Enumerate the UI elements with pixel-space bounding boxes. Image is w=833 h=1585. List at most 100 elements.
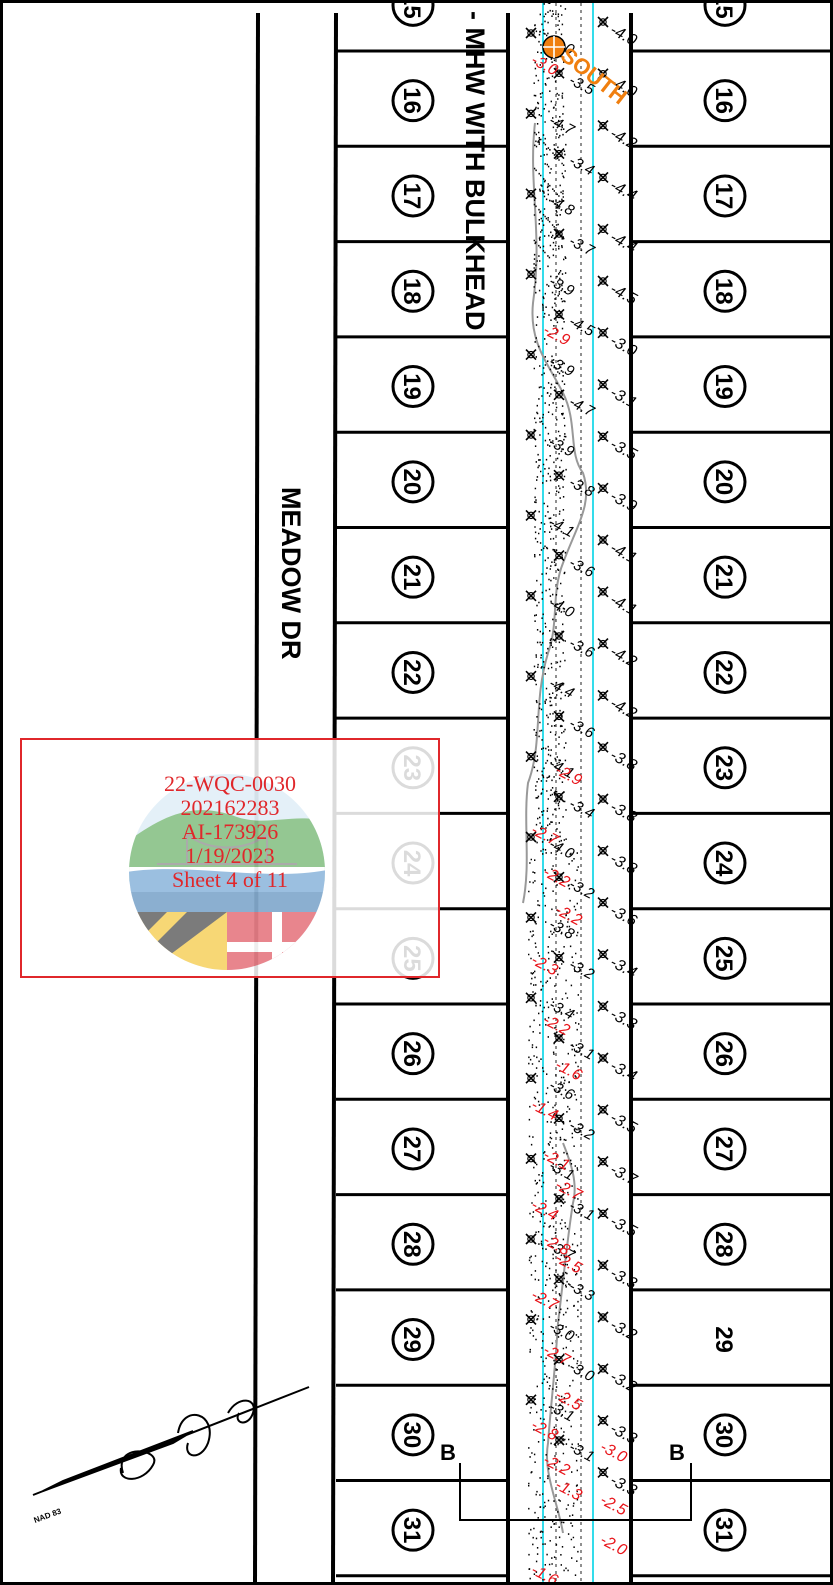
- lot-number-right: 17: [703, 174, 747, 218]
- survey-mark-icon: [597, 534, 609, 546]
- lot-number-left: 19: [391, 365, 435, 409]
- lot-number-left: 29: [391, 1318, 435, 1362]
- survey-mark-icon: [597, 586, 609, 598]
- svg-text:22: 22: [710, 659, 737, 686]
- survey-mark-icon: [553, 871, 565, 883]
- svg-text:15: 15: [710, 3, 737, 19]
- sounding-red: -2.7: [528, 1287, 561, 1315]
- sounding-outer: -3.5: [607, 1213, 639, 1241]
- lot-number-right: 16: [703, 79, 747, 123]
- svg-text:16: 16: [398, 87, 425, 114]
- sounding-outer: -3.8: [607, 850, 639, 878]
- lot-number-left: 31: [391, 1508, 435, 1552]
- survey-mark-icon: [597, 16, 609, 28]
- svg-text:31: 31: [398, 1517, 425, 1544]
- sounding-outer: -3.2: [607, 1317, 639, 1345]
- survey-mark-icon: [553, 952, 565, 964]
- survey-mark-icon: [597, 223, 609, 235]
- lot-number-right: 27: [703, 1127, 747, 1171]
- street-label: MEADOW DR: [276, 487, 306, 659]
- survey-mark-icon: [597, 68, 609, 80]
- lot-number-left: 17: [391, 174, 435, 218]
- svg-text:28: 28: [398, 1231, 425, 1258]
- svg-text:30: 30: [710, 1421, 737, 1448]
- svg-text:18: 18: [710, 278, 737, 305]
- lot-number-right: 20: [703, 460, 747, 504]
- sounding-outer: -4.4: [607, 229, 639, 257]
- sounding-inner: -4.7: [546, 112, 577, 139]
- lot-number-left: 18: [391, 269, 435, 313]
- survey-mark-icon: [597, 845, 609, 857]
- survey-mark-icon: [597, 120, 609, 132]
- survey-mark-icon: [597, 689, 609, 701]
- survey-mark-icon: [553, 710, 565, 722]
- survey-mark-icon: [597, 1466, 609, 1478]
- north-arrow-label: NAD 83: [33, 1507, 63, 1525]
- lot-number-right: 23: [703, 746, 747, 790]
- lot-number-left: 30: [391, 1413, 435, 1457]
- survey-mark-icon: [525, 831, 537, 843]
- survey-mark-icon: [597, 793, 609, 805]
- survey-mark-icon: [597, 1000, 609, 1012]
- lot-number-left: 27: [391, 1127, 435, 1171]
- survey-mark-icon: [597, 1415, 609, 1427]
- survey-mark-icon: [597, 430, 609, 442]
- lot-number-left: 15: [391, 3, 435, 27]
- svg-text:21: 21: [710, 564, 737, 591]
- sounding-outer: -4.5: [607, 281, 639, 309]
- survey-mark-icon: [525, 1233, 537, 1245]
- lot-number-right: 28: [703, 1222, 747, 1266]
- sounding-red: -2.9: [552, 762, 584, 790]
- survey-mark-icon: [525, 188, 537, 200]
- survey-mark-icon: [597, 327, 609, 339]
- survey-mark-icon: [597, 897, 609, 909]
- sounding-outer: -4.1: [607, 591, 639, 619]
- sounding-outer: -4.2: [607, 643, 639, 671]
- stamp-sheet: Sheet 4 of 11: [172, 867, 288, 892]
- svg-text:18: 18: [398, 278, 425, 305]
- survey-mark-icon: [525, 751, 537, 763]
- survey-mark-icon: [525, 509, 537, 521]
- svg-text:25: 25: [710, 945, 737, 972]
- lot-number-right: 15: [703, 3, 747, 27]
- lot-number-right: 26: [703, 1032, 747, 1076]
- lot-number-left: 28: [391, 1222, 435, 1266]
- stamp-text: 22-WQC-0030 202162283 AI-173926 1/19/202…: [22, 772, 438, 892]
- lot-number-right: 22: [703, 650, 747, 694]
- survey-mark-icon: [553, 67, 565, 79]
- sounding-outer: -3.5: [607, 1109, 639, 1137]
- survey-mark-icon: [525, 349, 537, 361]
- survey-mark-icon: [525, 429, 537, 441]
- lot-number-left: 26: [391, 1032, 435, 1076]
- survey-mark-icon: [597, 482, 609, 494]
- sounding-outer: -3.3: [607, 1006, 639, 1034]
- approval-stamp: 22-WQC-0030 202162283 AI-173926 1/19/202…: [20, 738, 440, 978]
- sounding-outer: -3.8: [607, 799, 639, 827]
- survey-mark-icon: [597, 1311, 609, 1323]
- survey-mark-icon: [597, 171, 609, 183]
- survey-mark-icon: [553, 469, 565, 481]
- survey-mark-icon: [525, 911, 537, 923]
- lot-number-right: 25: [703, 936, 747, 980]
- sounding-outer: -3.1: [607, 384, 639, 412]
- svg-text:15: 15: [398, 3, 425, 19]
- sounding-outer: -4.0: [607, 22, 639, 50]
- svg-text:27: 27: [398, 1136, 425, 1163]
- sounding-inner: -3.0: [546, 1318, 577, 1345]
- survey-mark-icon: [597, 1052, 609, 1064]
- stamp-date: 1/19/2023: [185, 843, 275, 868]
- sounding-red: -1.3: [552, 1477, 584, 1505]
- section-b-markers: B B: [440, 1440, 692, 1521]
- survey-mark-icon: [553, 1354, 565, 1366]
- svg-text:20: 20: [398, 468, 425, 495]
- survey-mark-icon: [597, 948, 609, 960]
- survey-mark-icon: [525, 107, 537, 119]
- svg-text:26: 26: [398, 1040, 425, 1067]
- survey-mark-icon: [597, 275, 609, 287]
- sounding-outer: -4.2: [607, 125, 639, 153]
- svg-text:30: 30: [398, 1421, 425, 1448]
- survey-mark-icon: [553, 389, 565, 401]
- section-marker-left: B: [440, 1440, 456, 1465]
- svg-text:17: 17: [398, 183, 425, 210]
- north-arrow-icon: [32, 1386, 310, 1496]
